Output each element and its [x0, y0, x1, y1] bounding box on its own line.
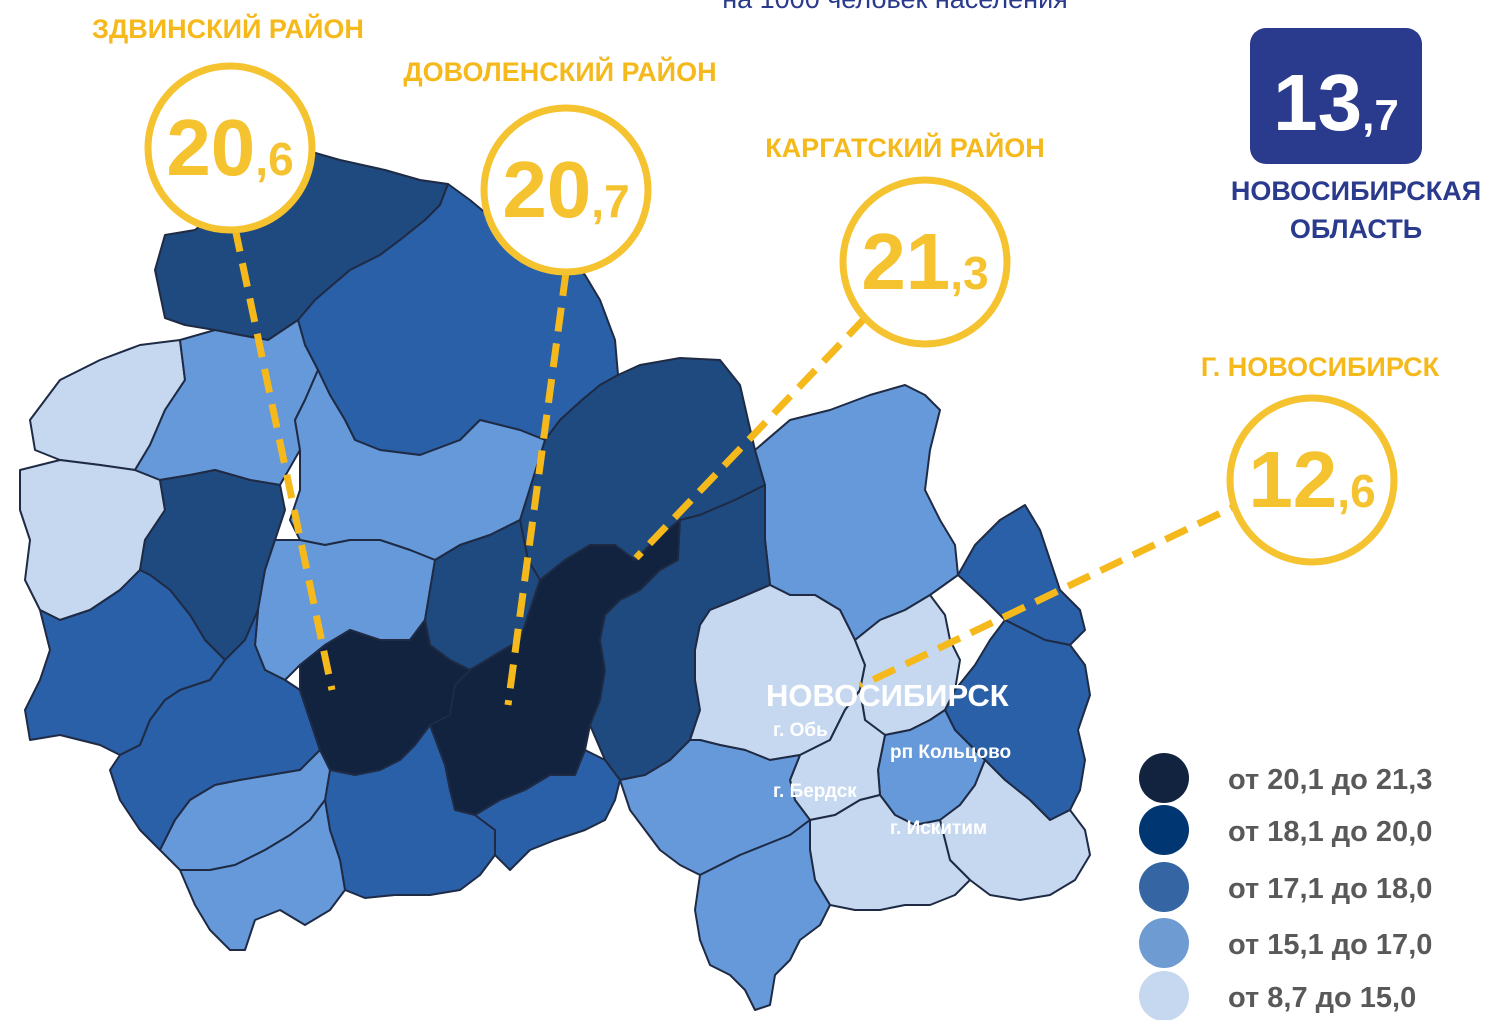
- callout-label: ЗДВИНСКИЙ РАЙОН: [92, 13, 364, 44]
- leader-lines: [231, 227, 1254, 706]
- callout-dovolensky: ДОВОЛЕНСКИЙ РАЙОН 20,7: [403, 56, 717, 276]
- legend-label: от 15,1 до 17,0: [1228, 929, 1432, 961]
- legend-label: от 8,7 до 15,0: [1228, 982, 1416, 1014]
- legend-label: от 18,1 до 20,0: [1228, 816, 1432, 848]
- city-label-iskitim: г. Искитим: [890, 818, 987, 839]
- callout-label: Г. НОВОСИБИРСК: [1201, 352, 1440, 382]
- oblast-summary: 13,7 НОВОСИБИРСКАЯ ОБЛАСТЬ: [1231, 28, 1481, 244]
- region-southwest-low-2[interactable]: [179, 799, 346, 951]
- legend-swatch: [1139, 971, 1189, 1020]
- city-label-berdsk: г. Бердск: [773, 781, 857, 802]
- callout-value: 21,3: [861, 217, 988, 306]
- callout-ring: [839, 176, 1011, 348]
- district-map: [19, 149, 1091, 1011]
- callout-value: 20,6: [166, 103, 293, 192]
- region-far-south[interactable]: [694, 819, 831, 1011]
- city-labels: НОВОСИБИРСК г. Обь рп Кольцово г. Бердск…: [766, 678, 1011, 839]
- callout-ring: [144, 62, 316, 234]
- region-nw-mid[interactable]: [134, 319, 319, 486]
- leader-line-zdvinsky: [231, 227, 336, 691]
- leader-line-dovolensky: [504, 271, 570, 706]
- map-subtitle: на 1000 человек населения: [722, 0, 1068, 14]
- callout-value: 12,6: [1248, 435, 1375, 524]
- callout-zdvinsky: ЗДВИНСКИЙ РАЙОН 20,6: [92, 13, 364, 234]
- callout-kargatsky: КАРГАТСКИЙ РАЙОН 21,3: [765, 132, 1045, 348]
- city-label-novosibirsk: НОВОСИБИРСК: [766, 678, 1009, 713]
- legend-swatch: [1139, 753, 1189, 803]
- legend-swatch: [1139, 862, 1189, 912]
- city-label-koltsovo: рп Кольцово: [890, 742, 1011, 763]
- legend-item: от 18,1 до 20,0: [1139, 805, 1432, 855]
- legend-swatch: [1139, 918, 1189, 968]
- region-far-east[interactable]: [957, 504, 1086, 646]
- oblast-label-line1: НОВОСИБИРСКАЯ: [1231, 176, 1481, 206]
- legend-item: от 20,1 до 21,3: [1139, 753, 1432, 803]
- oblast-label-line2: ОБЛАСТЬ: [1290, 214, 1422, 244]
- callout-ring: [1226, 394, 1398, 566]
- oblast-value-badge: [1250, 28, 1422, 164]
- leader-line-kargatsky: [633, 315, 868, 561]
- callout-ring: [480, 104, 652, 276]
- callout-label: ДОВОЛЕНСКИЙ РАЙОН: [403, 56, 716, 87]
- legend-label: от 20,1 до 21,3: [1228, 764, 1432, 796]
- legend-item: от 8,7 до 15,0: [1139, 971, 1416, 1020]
- region-south-strip[interactable]: [474, 749, 621, 871]
- legend: от 20,1 до 21,3 от 18,1 до 20,0 от 17,1 …: [1139, 753, 1432, 1020]
- oblast-value: 13,7: [1273, 58, 1399, 147]
- city-label-ob: г. Обь: [773, 720, 828, 741]
- callout-value: 20,7: [502, 145, 629, 234]
- callout-novosibirsk: Г. НОВОСИБИРСК 12,6: [1201, 352, 1440, 566]
- legend-label: от 17,1 до 18,0: [1228, 873, 1432, 905]
- region-iskitim[interactable]: [939, 759, 1091, 901]
- callout-label: КАРГАТСКИЙ РАЙОН: [765, 132, 1045, 163]
- leader-line-novosibirsk: [858, 494, 1254, 690]
- legend-swatch: [1139, 805, 1189, 855]
- legend-item: от 17,1 до 18,0: [1139, 862, 1432, 912]
- legend-item: от 15,1 до 17,0: [1139, 918, 1432, 968]
